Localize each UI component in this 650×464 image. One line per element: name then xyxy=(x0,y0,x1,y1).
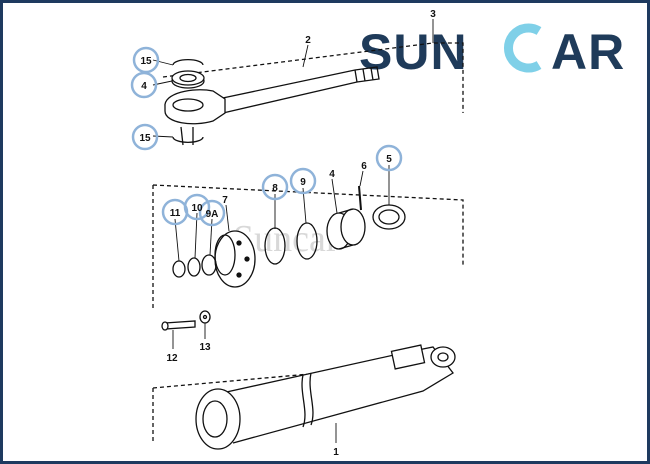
piston-rod xyxy=(217,66,380,114)
label-15-top: 15 xyxy=(140,56,152,67)
label-5: 5 xyxy=(386,154,392,165)
label-4-mid: 4 xyxy=(329,169,335,180)
label-11: 11 xyxy=(170,208,181,219)
barrel-clevis xyxy=(430,346,456,368)
label-12: 12 xyxy=(166,353,178,364)
highlight-8 xyxy=(261,173,289,201)
label-6: 6 xyxy=(361,161,367,172)
highlight-9a xyxy=(198,199,226,227)
label-13: 13 xyxy=(199,342,211,353)
label-3: 3 xyxy=(430,9,436,20)
washer-13 xyxy=(199,310,211,324)
barrel-mount-block xyxy=(390,344,426,370)
highlight-5 xyxy=(375,144,403,172)
hydraulic-cylinder-parts-diagram: SUN AR Suncar xyxy=(130,9,625,458)
highlight-15-bottom xyxy=(131,123,159,151)
label-8: 8 xyxy=(272,183,278,194)
label-2: 2 xyxy=(305,35,311,46)
o-ring-9 xyxy=(296,222,318,260)
label-9a: 9A xyxy=(206,209,219,220)
highlight-circles xyxy=(130,46,403,227)
seal-kit-group xyxy=(152,184,464,308)
logo-c-mark xyxy=(504,23,542,73)
logo-right-text: AR xyxy=(551,24,625,80)
label-15-bottom: 15 xyxy=(139,133,151,144)
suncar-logo: SUN AR xyxy=(359,23,625,80)
label-1: 1 xyxy=(333,447,339,458)
cylinder-barrel-group xyxy=(152,344,456,450)
bolt-group xyxy=(161,310,211,331)
rod-dashed-frame xyxy=(162,42,464,113)
rod-eye xyxy=(164,89,226,125)
highlight-4-top xyxy=(130,71,158,99)
barrel-front-flange xyxy=(195,388,241,450)
pin-6 xyxy=(358,185,362,211)
part-labels: 2 3 15 4 15 7 11 10 9A 8 9 4 6 5 12 13 1 xyxy=(139,9,436,458)
highlight-10 xyxy=(183,193,211,221)
bolt-12 xyxy=(164,320,196,330)
barrel-break-line xyxy=(301,374,306,428)
circlip-top xyxy=(172,59,204,66)
label-10: 10 xyxy=(191,203,203,214)
label-4-top: 4 xyxy=(141,81,147,92)
circlip-bottom xyxy=(172,136,204,143)
cylinder-head-bore xyxy=(214,234,236,276)
leader-lines xyxy=(152,19,434,443)
ring-11 xyxy=(172,260,186,278)
ring-10 xyxy=(187,257,201,277)
ring-9a xyxy=(201,254,217,276)
rod-eye-bore xyxy=(172,98,204,112)
label-9: 9 xyxy=(300,177,306,188)
label-7: 7 xyxy=(222,195,228,206)
logo-left-text: SUN xyxy=(359,24,468,80)
seal-dashed-frame xyxy=(152,184,464,308)
bushing-5 xyxy=(372,204,406,230)
highlight-9 xyxy=(289,167,317,195)
